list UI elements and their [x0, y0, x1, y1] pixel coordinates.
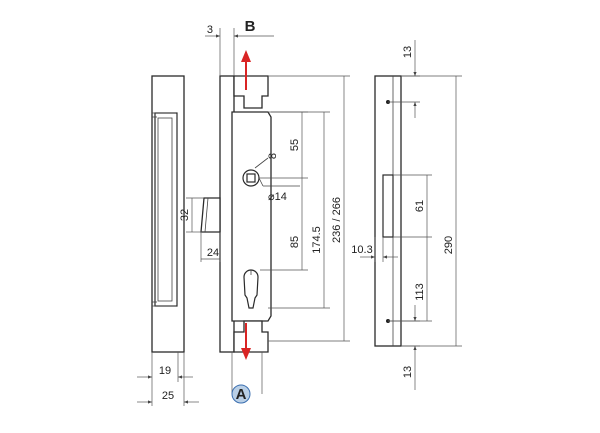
view-b-label: B	[245, 18, 256, 35]
up-arrow-icon	[241, 50, 251, 62]
side-view-slot-inner	[157, 117, 173, 302]
view-a-label: A	[236, 386, 247, 403]
dim-square-size: 8	[254, 153, 279, 169]
dim-case-width: 25	[137, 352, 199, 406]
dim-85-label: 85	[289, 236, 301, 248]
dim-113-label: 113	[414, 283, 426, 301]
dim-strike-offset: 10.3	[351, 237, 398, 262]
dim-top-offset: 3 B	[205, 18, 274, 76]
strike-slot	[382, 174, 394, 238]
dim-cylinder-diameter: ⌀14	[258, 177, 300, 203]
dim-bolt-projection: 24	[200, 232, 221, 262]
dim-faceplate-width: 19	[137, 352, 193, 382]
dim-strike-length: 290	[401, 75, 462, 347]
strike-plate	[374, 75, 402, 347]
dim-174-label: 174.5	[311, 226, 323, 254]
dim-strike-slot: 61	[393, 174, 432, 238]
dim-3-label: 3	[207, 24, 213, 36]
direction-arrows	[241, 50, 251, 360]
top-fixing-block	[233, 75, 269, 109]
dim-strike-top: 13	[388, 40, 420, 118]
dim-strike-bottom: 13	[388, 305, 420, 390]
dim-13-bottom-label: 13	[402, 366, 414, 378]
dim-8-label: 8	[267, 153, 279, 159]
dim-55-label: 55	[289, 139, 301, 151]
dim-bolt-height: 32	[179, 197, 204, 233]
dim-19-label: 19	[159, 365, 171, 377]
dim-61-label: 61	[414, 200, 426, 212]
dim-overall-length: 236 / 266	[268, 75, 350, 342]
dim-backset-spacing: 85	[260, 178, 308, 271]
latch-bolt	[200, 197, 221, 233]
dim-faceplate-length: 174.5	[268, 111, 330, 309]
cylinder-cutout	[243, 269, 259, 309]
view-a-marker: A	[231, 352, 263, 404]
dim-236-label: 236 / 266	[331, 197, 343, 243]
down-arrow-icon	[241, 348, 251, 360]
dim-290-label: 290	[443, 236, 455, 254]
follower-square	[246, 173, 256, 183]
dim-25-label: 25	[162, 390, 174, 402]
strike-plate-outline	[374, 75, 402, 347]
lock-case	[231, 111, 272, 322]
dim-14-label: ⌀14	[268, 191, 287, 203]
side-view	[151, 75, 185, 353]
dim-32-label: 32	[179, 209, 191, 221]
bottom-fixing-block	[233, 320, 269, 353]
dim-10-3-label: 10.3	[351, 244, 372, 256]
dim-13-top-label: 13	[402, 46, 414, 58]
dim-24-label: 24	[207, 247, 219, 259]
front-view	[200, 75, 272, 353]
